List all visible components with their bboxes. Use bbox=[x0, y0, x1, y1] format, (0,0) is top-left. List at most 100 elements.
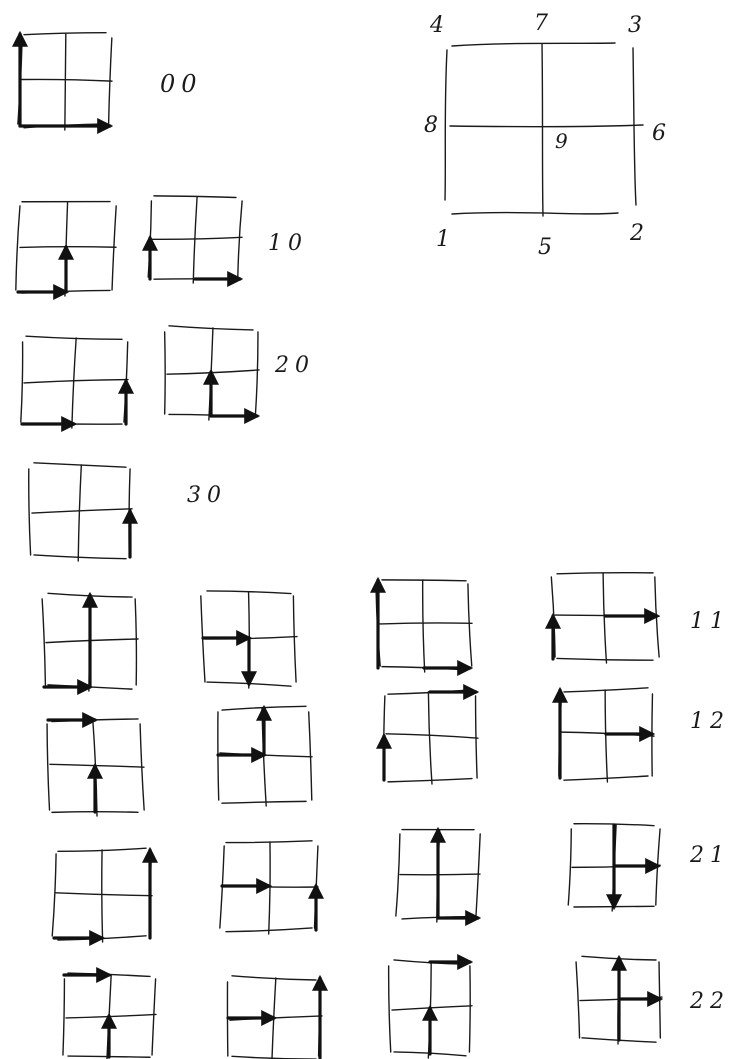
arrow-grid-7 bbox=[42, 593, 138, 691]
grid-bottom-edge bbox=[557, 658, 653, 660]
grid-vertical-mid bbox=[605, 690, 607, 782]
grid-left-edge bbox=[42, 599, 45, 685]
arrow-grid-22 bbox=[576, 956, 662, 1044]
arrow-grid-13 bbox=[384, 690, 478, 784]
grid-top-edge bbox=[232, 976, 316, 980]
arrow-grid-5 bbox=[165, 326, 259, 420]
grid-horizontal-mid bbox=[400, 874, 480, 875]
grid-vertical-mid bbox=[193, 197, 197, 283]
grid-left-edge bbox=[29, 469, 31, 555]
grid-top-edge bbox=[24, 33, 106, 35]
grid-horizontal-mid bbox=[56, 893, 152, 896]
node-8-label: 8 bbox=[424, 113, 438, 138]
row-label-10: 10 bbox=[268, 231, 308, 256]
ref-left-edge bbox=[445, 50, 447, 200]
grid-horizontal-mid bbox=[46, 639, 138, 643]
grid-right-edge bbox=[309, 712, 312, 800]
reference-grid: 4 7 3 8 9 6 1 5 2 bbox=[424, 11, 666, 260]
grid-right-edge bbox=[112, 206, 116, 290]
arrow-grid-6 bbox=[29, 463, 132, 561]
grid-right-edge bbox=[293, 596, 296, 682]
row-label-22: 22 bbox=[689, 989, 730, 1014]
grid-bottom-edge bbox=[388, 779, 472, 782]
grid-left-edge bbox=[21, 342, 23, 422]
arrow-grid-8 bbox=[201, 591, 297, 688]
grid-left-edge bbox=[16, 206, 20, 290]
node-5-label: 5 bbox=[538, 235, 552, 260]
grid-vertical-mid bbox=[423, 580, 425, 672]
arrow-grid-19 bbox=[63, 973, 156, 1059]
ref-top-edge bbox=[452, 43, 615, 46]
arrow-grid-1 bbox=[18, 33, 112, 130]
row-label-12: 12 bbox=[690, 709, 730, 734]
grid-top-edge bbox=[154, 196, 236, 198]
node-1-label: 1 bbox=[436, 227, 450, 252]
grid-top-edge bbox=[169, 326, 253, 330]
grid-horizontal-mid bbox=[50, 764, 144, 767]
arrow-grid-21 bbox=[389, 960, 472, 1058]
grid-horizontal-mid bbox=[20, 247, 116, 248]
grid-horizontal-mid bbox=[386, 734, 478, 738]
grid-top-edge bbox=[564, 688, 648, 692]
grid-left-edge bbox=[389, 966, 391, 1052]
row-label-11: 11 bbox=[690, 609, 730, 634]
grid-right-edge bbox=[135, 599, 136, 685]
arrow-grid-18 bbox=[568, 824, 660, 911]
grid-bottom-edge bbox=[564, 776, 648, 780]
node-9-label: 9 bbox=[555, 129, 568, 153]
grid-vertical-mid bbox=[65, 34, 66, 130]
grid-left-edge bbox=[165, 332, 166, 414]
grid-horizontal-mid bbox=[380, 623, 472, 624]
grid-vertical-mid bbox=[269, 842, 270, 934]
grid-horizontal-mid bbox=[24, 380, 128, 383]
arrow-grid-15 bbox=[52, 848, 152, 942]
row-label-00: 00 bbox=[160, 70, 203, 98]
grid-vertical-mid bbox=[78, 465, 81, 561]
ref-bottom-edge bbox=[452, 213, 618, 214]
grid-left-edge bbox=[568, 829, 571, 905]
grid-vertical-mid bbox=[603, 573, 606, 663]
node-2-label: 2 bbox=[629, 221, 644, 246]
arrow-grid-9 bbox=[376, 580, 472, 672]
row-label-21: 21 bbox=[689, 843, 730, 868]
grid-horizontal-mid bbox=[167, 370, 259, 374]
arrow-grid-3 bbox=[148, 196, 242, 283]
grid-horizontal-mid bbox=[392, 1006, 472, 1010]
node-6-label: 6 bbox=[652, 121, 666, 146]
grid-top-edge bbox=[26, 336, 122, 339]
arrow-grid-groups bbox=[16, 33, 662, 1059]
grid-left-edge bbox=[52, 854, 56, 936]
grid-right-edge bbox=[476, 696, 478, 778]
grid-horizontal-mid bbox=[152, 237, 242, 239]
grid-right-edge bbox=[255, 332, 257, 414]
arrow-grid-12 bbox=[218, 706, 312, 806]
node-4-label: 4 bbox=[429, 13, 444, 38]
grid-horizontal-mid bbox=[32, 509, 132, 513]
grid-top-edge bbox=[226, 841, 312, 843]
grid-top-edge bbox=[382, 580, 466, 581]
node-7-label: 7 bbox=[534, 11, 548, 36]
grid-right-edge bbox=[468, 584, 472, 666]
grid-top-edge bbox=[557, 573, 653, 574]
ref-vertical-mid bbox=[542, 44, 543, 216]
node-3-label: 3 bbox=[628, 13, 642, 38]
ref-right-edge bbox=[633, 48, 636, 205]
grid-left-edge bbox=[47, 724, 49, 810]
grid-vertical-mid bbox=[102, 850, 103, 942]
grid-horizontal-mid bbox=[22, 79, 112, 81]
grid-vertical-mid bbox=[72, 338, 76, 428]
grid-right-edge bbox=[152, 979, 156, 1055]
arrow-grid-20 bbox=[227, 976, 322, 1059]
arrow-grid-2 bbox=[16, 202, 116, 296]
arrow-grid-4 bbox=[21, 336, 128, 428]
arrow-grid-14 bbox=[559, 688, 654, 782]
grid-vertical-mid bbox=[428, 692, 432, 784]
grid-left-edge bbox=[396, 834, 400, 916]
grid-bottom-edge bbox=[222, 801, 306, 803]
arrow-grid-16 bbox=[220, 841, 318, 934]
grid-left-edge bbox=[63, 979, 64, 1055]
grid-bottom-edge bbox=[34, 555, 126, 559]
row-label-20: 20 bbox=[274, 353, 315, 378]
arrow-grid-11 bbox=[47, 719, 144, 816]
